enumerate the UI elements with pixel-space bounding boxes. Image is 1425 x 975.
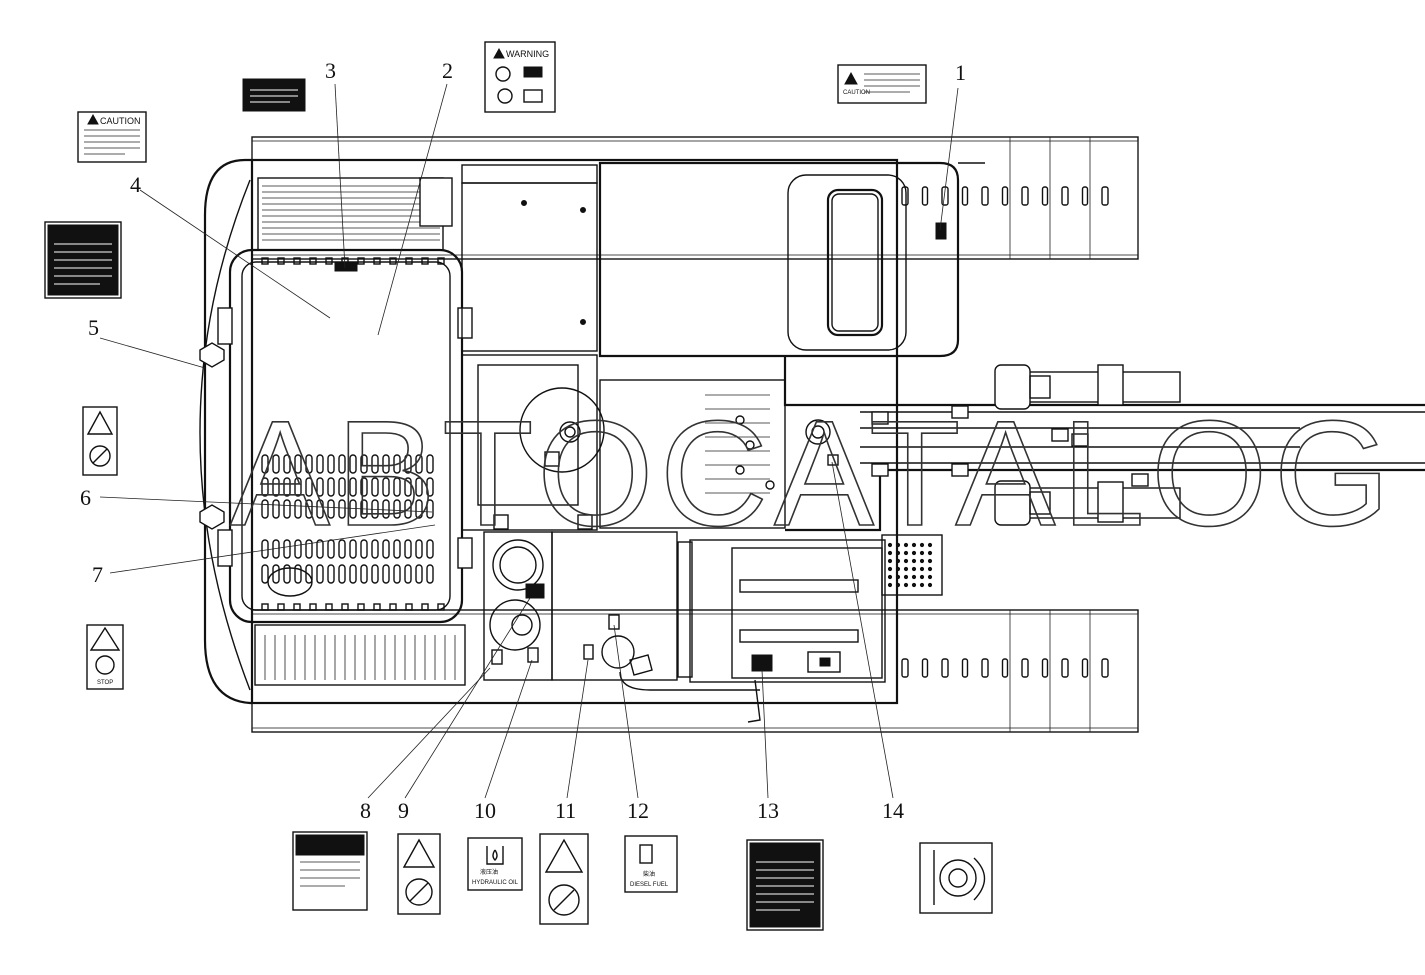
callout-3: 3 <box>325 58 336 83</box>
track-pin <box>1001 658 1009 678</box>
track-pin <box>901 658 909 678</box>
track-pin <box>981 658 989 678</box>
boom <box>783 356 1425 532</box>
track-pin <box>1081 658 1089 678</box>
stop-decal: STOP <box>86 624 124 690</box>
cab-skylight <box>826 188 884 337</box>
tool-box <box>689 539 886 683</box>
fuel-cap <box>601 635 635 669</box>
caution-decal-right: CAUTION <box>837 64 927 104</box>
hood-bolts <box>261 257 445 611</box>
svg-text:CAUTION: CAUTION <box>843 90 870 96</box>
svg-text:液压油: 液压油 <box>480 868 498 876</box>
leader-lines <box>99 83 959 799</box>
track-pin <box>981 186 989 206</box>
radiator-grille <box>257 177 444 251</box>
track-pin <box>1041 186 1049 206</box>
track-shoe-pins <box>901 186 1109 678</box>
machinery-bay <box>461 354 598 531</box>
svg-text:DIESEL FUEL: DIESEL FUEL <box>630 882 669 888</box>
track-pin <box>961 658 969 678</box>
hand-crush-decal <box>82 406 118 476</box>
track-pin <box>1061 658 1069 678</box>
track-pin <box>961 186 969 206</box>
rear-grille <box>254 624 466 686</box>
track-pin <box>1101 658 1109 678</box>
track-pin <box>1101 186 1109 206</box>
callout-11: 11 <box>555 798 576 823</box>
fuel-tank <box>551 531 678 681</box>
svg-text:WARNING: WARNING <box>506 49 549 59</box>
callout-8: 8 <box>360 798 371 823</box>
track-pin <box>1041 658 1049 678</box>
track-pin <box>1061 186 1069 206</box>
callout-1: 1 <box>955 60 966 85</box>
callout-10: 10 <box>474 798 496 823</box>
track-pin <box>1021 186 1029 206</box>
counterweight-arc <box>199 179 251 691</box>
track-pin <box>921 186 929 206</box>
tank-cap-lower <box>489 599 541 651</box>
notice-decal-bottom <box>292 831 368 911</box>
callout-7: 7 <box>92 562 103 587</box>
track-pin <box>901 186 909 206</box>
fan-warning-decal <box>397 833 441 915</box>
cab-roof <box>787 174 907 351</box>
explosion-warning-decal <box>539 833 589 925</box>
callout-2: 2 <box>442 58 453 83</box>
track-pin <box>1081 186 1089 206</box>
callout-6: 6 <box>80 485 91 510</box>
svg-text:STOP: STOP <box>97 680 113 686</box>
callout-5: 5 <box>88 315 99 340</box>
callout-14: 14 <box>882 798 904 823</box>
hose-fittings <box>871 405 1149 487</box>
notice-decal-left <box>44 221 122 299</box>
tank-cap-upper <box>492 539 544 591</box>
callout-13: 13 <box>757 798 779 823</box>
caution-decal: CAUTION <box>77 111 147 163</box>
callout-9: 9 <box>398 798 409 823</box>
svg-text:HYDRAULIC OIL: HYDRAULIC OIL <box>472 880 519 886</box>
lift-point-decal <box>919 842 993 914</box>
boom-cylinder-upper <box>994 364 1181 410</box>
svg-text:柴油: 柴油 <box>643 870 655 878</box>
notice-decal-small <box>242 78 306 112</box>
svg-text:CAUTION: CAUTION <box>100 116 141 126</box>
watermark: ABTOCATALOG <box>230 389 1396 557</box>
step-plate <box>881 534 943 596</box>
upper-structure-frame <box>250 158 899 705</box>
hood-vents <box>261 454 434 584</box>
callout-4: 4 <box>130 172 141 197</box>
counterweight <box>203 158 252 705</box>
control-valve <box>599 379 786 529</box>
notice-decal-bottom-right <box>746 839 824 931</box>
track-pin <box>921 658 929 678</box>
diesel-fuel-decal: 柴油 DIESEL FUEL <box>624 835 678 893</box>
callout-12: 12 <box>627 798 649 823</box>
cab <box>598 161 960 358</box>
hood-oval <box>267 567 313 597</box>
track-pin <box>941 186 949 206</box>
swing-motor <box>519 387 605 473</box>
track-pin <box>941 658 949 678</box>
hydraulic-oil-decal: 液压油 HYDRAULIC OIL <box>467 837 523 891</box>
boom-cylinder-lower <box>994 480 1181 526</box>
warning-decal: WARNING <box>484 41 556 113</box>
side-panel-top <box>461 182 598 352</box>
track-pin <box>1001 186 1009 206</box>
boom-pivot <box>805 419 831 445</box>
track-pin <box>1021 658 1029 678</box>
